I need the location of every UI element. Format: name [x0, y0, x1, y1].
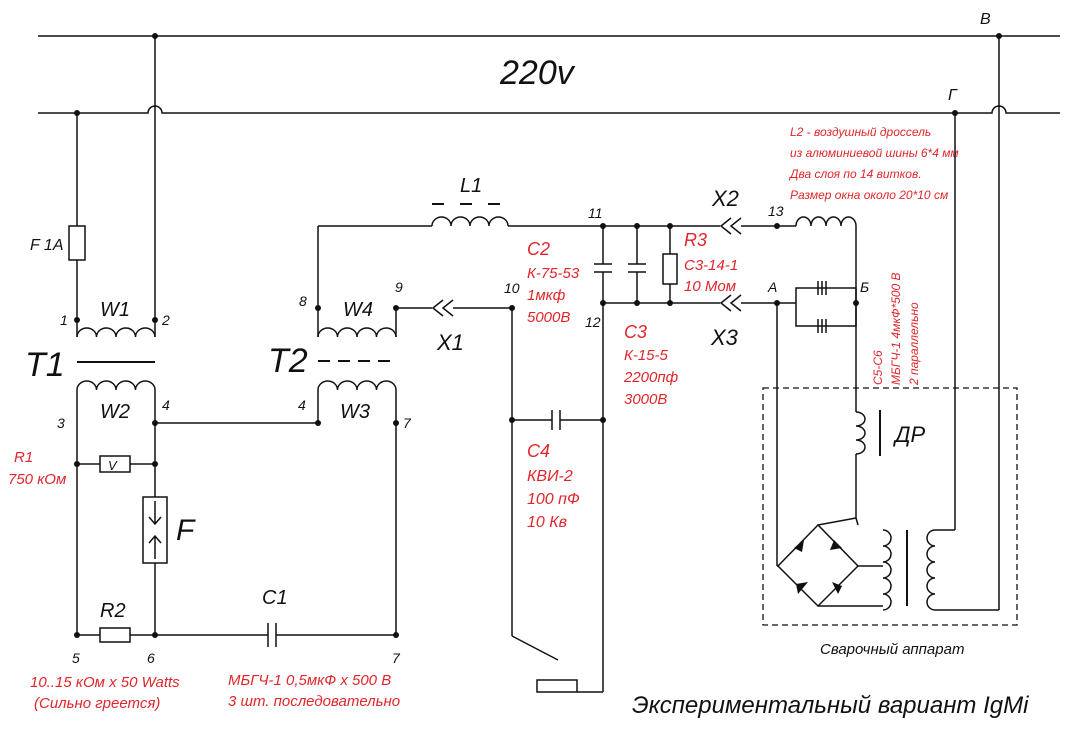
node-b: Б: [860, 279, 869, 295]
connector-x2: [719, 217, 742, 235]
c5c6-spec: МБГЧ-1 4мкФ*500 В: [889, 272, 903, 385]
hv-network: L1 11 X1 10 C4 КВИ-2 100 пФ 10 Кв: [317, 125, 959, 693]
c5c6-note: 2 параллельно: [907, 302, 921, 386]
discharge-electrode: [536, 679, 578, 693]
t1-pin-1: 1: [60, 312, 68, 328]
coil-w4: [317, 327, 397, 338]
l2-note-line-2: из алюминиевой шины 6*4 мм: [790, 146, 959, 160]
c2-type: К-75-53: [527, 265, 580, 282]
node-13: 13: [768, 203, 784, 219]
welding-machine: ДР Сварочный аппарат: [762, 36, 1018, 658]
transformer-t2: W3 4 7 T2 W4 8 9: [268, 279, 412, 635]
transformer-t1: F 1A W1 1 2 T1 W2 3 4: [25, 36, 170, 431]
c3-volt: 3000В: [624, 391, 667, 408]
l2-note-line-1: L2 - воздушный дроссель: [790, 125, 931, 139]
r3-name: R3: [684, 230, 707, 250]
c3-name: C3: [624, 322, 647, 342]
r3-value: 10 Мом: [684, 278, 736, 295]
node-7: 7: [392, 650, 401, 666]
l2-note-line-3: Два слоя по 14 витков.: [788, 167, 922, 181]
coil-w3: [317, 380, 397, 391]
r1-name: R1: [14, 449, 33, 466]
c3-cap: 2200пф: [623, 369, 679, 386]
welder-primary-coil: [926, 529, 936, 611]
l1-label: L1: [460, 175, 482, 197]
varistor-symbol: V: [108, 458, 118, 473]
t1-label: T1: [25, 346, 65, 384]
connector-x3: [719, 294, 742, 312]
c4-type: КВИ-2: [527, 468, 573, 485]
w3-label: W3: [340, 401, 370, 423]
x3-label: X3: [710, 325, 739, 350]
r2-name: R2: [100, 600, 126, 622]
diode-bridge: [776, 517, 860, 608]
t2-pin-7: 7: [403, 415, 412, 431]
c3-type: К-15-5: [624, 347, 669, 364]
t2-pin-8: 8: [299, 293, 307, 309]
resistor-r2: [99, 627, 131, 643]
x2-label: X2: [711, 186, 739, 211]
fuse-symbol: [68, 225, 86, 261]
r1-value: 750 кОм: [8, 471, 66, 488]
coil-w1: [76, 327, 156, 338]
c1-note: 3 шт. последовательно: [228, 693, 400, 710]
r2-note: (Сильно греется): [34, 695, 160, 712]
c1-value: МБГЧ-1 0,5мкФ x 500 В: [228, 672, 391, 689]
choke-label: ДР: [892, 422, 925, 447]
r3-type: С3-14-1: [684, 257, 738, 274]
varistor: [99, 455, 131, 473]
choke-dr: [855, 411, 866, 455]
diagram-title: Экспериментальный вариант IgMi: [632, 692, 1029, 719]
welder-caption: Сварочный аппарат: [820, 641, 964, 658]
c4-name: C4: [527, 441, 550, 461]
t1-pin-4: 4: [162, 397, 170, 413]
w4-label: W4: [343, 299, 373, 321]
r2-value: 10..15 кОм x 50 Watts: [30, 674, 180, 691]
fuse-label: F 1A: [30, 237, 64, 254]
c2-volt: 5000В: [527, 309, 570, 326]
arrester-label: F: [176, 514, 196, 547]
node-g-label: Г: [948, 87, 958, 104]
c1-name: C1: [262, 587, 288, 609]
resistor-r3: [662, 253, 678, 285]
coil-w2: [76, 380, 156, 391]
c5c6-name: C5-C6: [871, 350, 885, 385]
welder-outline: [762, 387, 1018, 626]
t2-pin-9: 9: [395, 279, 403, 295]
mains-bus: 220v В Г: [38, 11, 1060, 116]
l2-note-line-4: Размер окна около 20*10 см: [790, 188, 948, 202]
connector-x1: [431, 299, 454, 317]
node-6: 6: [147, 650, 155, 666]
x1-label: X1: [436, 330, 464, 355]
c4-volt: 10 Кв: [527, 514, 567, 531]
welder-secondary-coil: [882, 529, 892, 611]
node-10: 10: [504, 280, 520, 296]
node-12: 12: [585, 314, 601, 330]
inductor-l2: [795, 216, 857, 227]
t1-secondary-network: V R1 750 кОм F R2 5 6 10..15 кОм x 50 Wa…: [8, 420, 401, 712]
t2-label: T2: [268, 342, 308, 380]
node-11: 11: [588, 205, 603, 221]
node-v-label: В: [980, 11, 991, 28]
c2-cap: 1мкф: [527, 287, 566, 304]
t2-pin-4: 4: [298, 397, 306, 413]
c4-cap: 100 пФ: [527, 491, 580, 508]
t1-pin-3: 3: [57, 415, 65, 431]
mains-voltage-label: 220v: [499, 54, 576, 92]
w2-label: W2: [100, 401, 130, 423]
node-a: A: [767, 279, 777, 295]
spark-arrester: [142, 496, 168, 564]
t1-pin-2: 2: [161, 312, 170, 328]
inductor-l1: [431, 216, 509, 227]
c2-name: C2: [527, 239, 550, 259]
w1-label: W1: [100, 299, 130, 321]
node-5: 5: [72, 650, 80, 666]
